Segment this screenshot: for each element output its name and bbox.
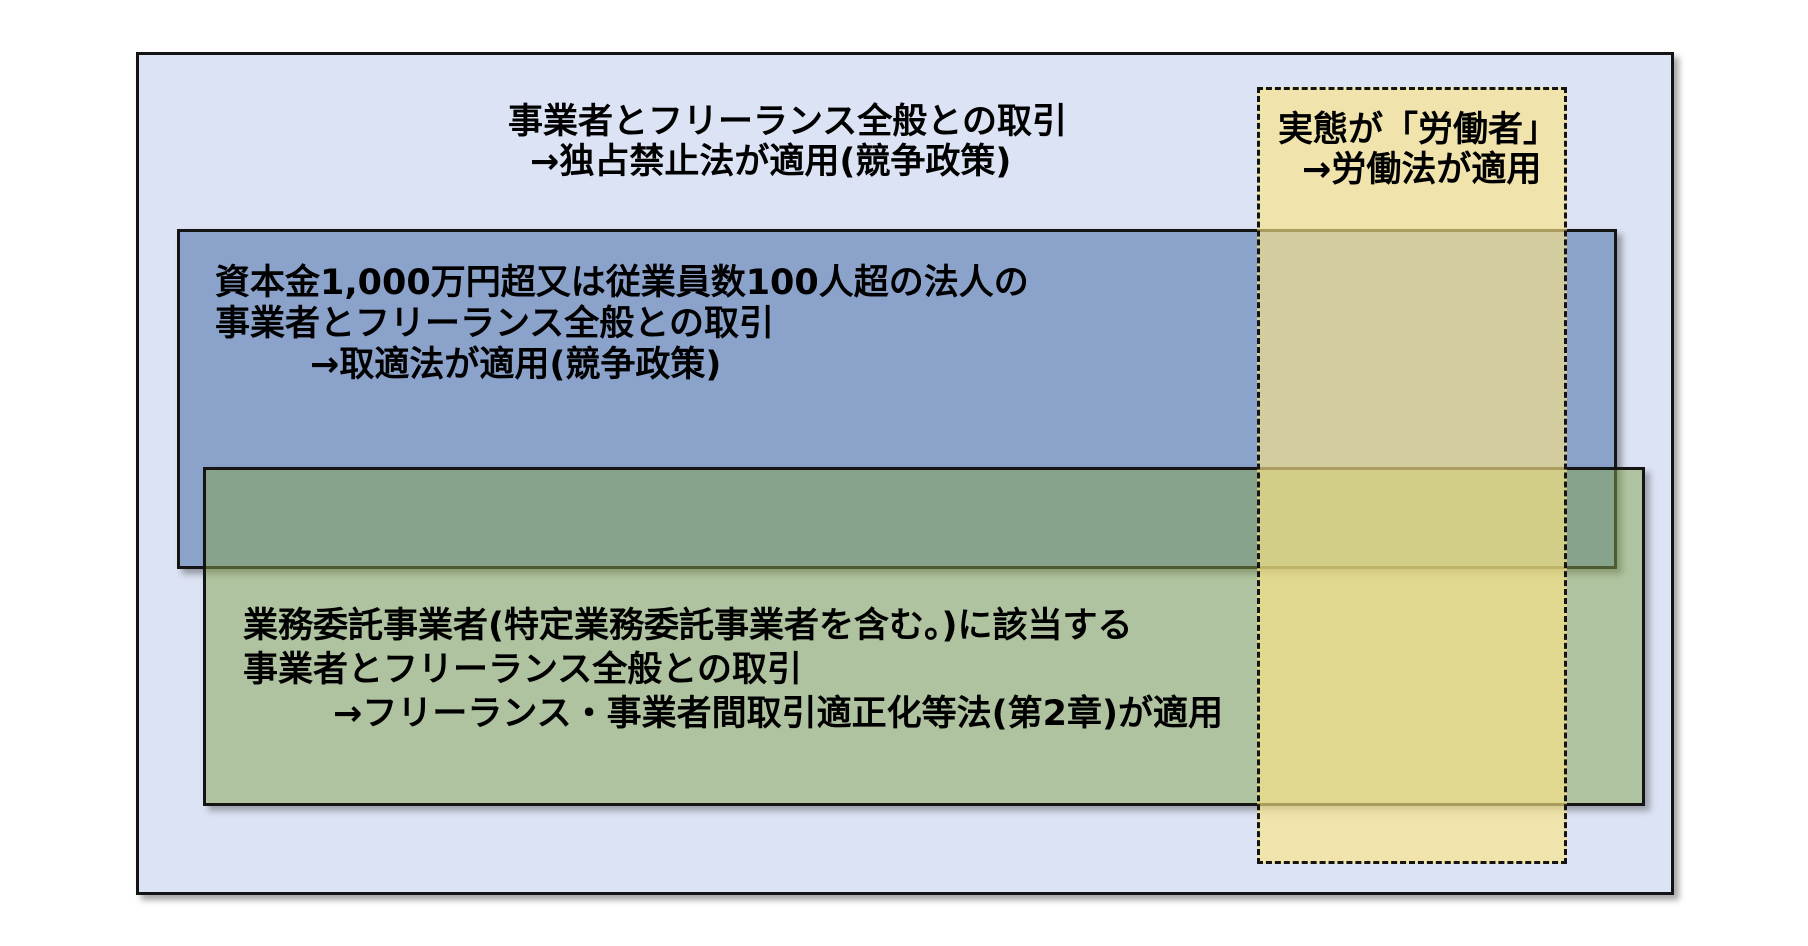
- label-line: →労働法が適用: [1302, 150, 1542, 190]
- label-line: →フリーランス・事業者間取引適正化等法(第2章)が適用: [333, 694, 1223, 734]
- labor-law-label: 実態が「労働者」 →労働法が適用: [1278, 110, 1558, 190]
- subcontract-act-label: 資本金1,000万円超又は従業員数100人超の法人の 事業者とフリーランス全般と…: [215, 263, 1029, 386]
- label-line: 事業者とフリーランス全般との取引: [508, 102, 1067, 142]
- label-line: 事業者とフリーランス全般との取引: [243, 650, 802, 690]
- label-line: 業務委託事業者(特定業務委託事業者を含む。)に該当する: [243, 606, 1133, 646]
- label-line: 資本金1,000万円超又は従業員数100人超の法人の: [215, 263, 1029, 303]
- label-line: 実態が「労働者」: [1278, 110, 1559, 150]
- label-line: →独占禁止法が適用(競争政策): [530, 142, 1012, 182]
- labor-law-region: [1257, 87, 1567, 864]
- freelance-act-label: 業務委託事業者(特定業務委託事業者を含む。)に該当する 事業者とフリーランス全般…: [243, 604, 1223, 736]
- antimonopoly-act-label: 事業者とフリーランス全般との取引 →独占禁止法が適用(競争政策): [508, 102, 1067, 182]
- label-line: →取適法が適用(競争政策): [310, 345, 722, 385]
- label-line: 事業者とフリーランス全般との取引: [215, 304, 774, 344]
